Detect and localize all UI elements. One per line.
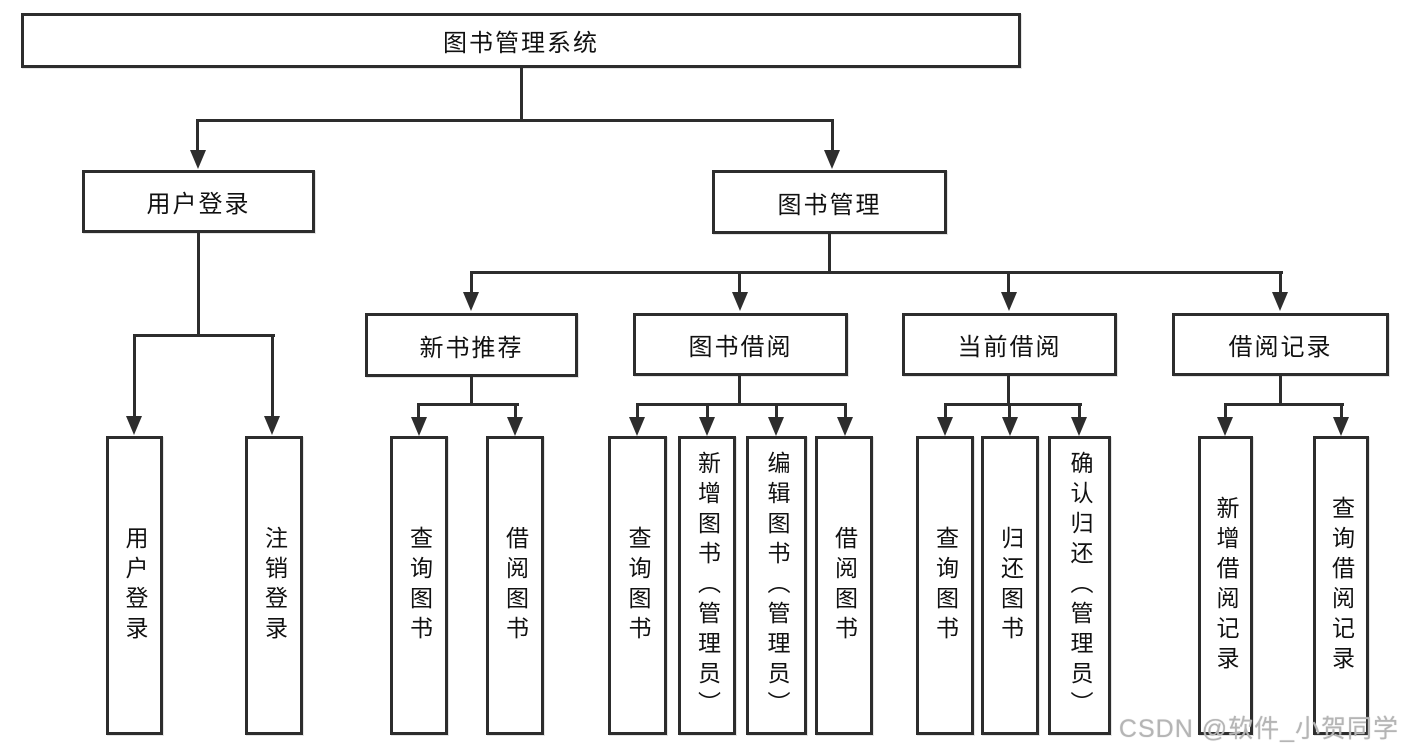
connector-line <box>271 334 274 418</box>
arrow-down-icon <box>1272 292 1288 311</box>
node-borrowing-records: 借阅记录 <box>1172 313 1389 376</box>
node-user-login: 用户登录 <box>82 170 315 233</box>
connector-line <box>470 271 1283 274</box>
connector-line <box>636 403 847 406</box>
node-root-label: 图书管理系统 <box>443 30 599 57</box>
leaf-recommend-query-books: 查询图书 <box>390 436 448 735</box>
arrow-down-icon <box>507 417 523 436</box>
csdn-watermark: CSDN @软件_小贺同学 <box>1118 715 1399 743</box>
leaf-borrowing-borrow-books-label: 借阅图书 <box>831 525 858 646</box>
connector-line <box>944 403 947 419</box>
connector-line <box>520 67 523 121</box>
leaf-add-borrow-record-label: 新增借阅记录 <box>1213 495 1239 676</box>
arrow-down-icon <box>699 417 715 436</box>
connector-line <box>470 271 473 294</box>
node-book-management: 图书管理 <box>712 170 947 234</box>
connector-line <box>417 403 519 406</box>
arrow-down-icon <box>768 417 784 436</box>
leaf-query-borrow-record: 查询借阅记录 <box>1313 436 1369 735</box>
leaf-logout: 注销登录 <box>245 436 303 735</box>
leaf-return-books: 归还图书 <box>981 436 1039 735</box>
connector-line <box>706 403 709 419</box>
connector-line <box>1279 271 1282 294</box>
leaf-recommend-borrow-books-label: 借阅图书 <box>502 525 529 646</box>
connector-line <box>417 403 420 419</box>
leaf-confirm-return-admin-label: 确认归还（管理员） <box>1067 450 1093 721</box>
leaf-add-book-admin: 新增图书（管理员） <box>678 436 736 735</box>
arrow-down-icon <box>1002 417 1018 436</box>
arrow-down-icon <box>824 150 840 169</box>
connector-line <box>1007 376 1010 406</box>
arrow-down-icon <box>629 417 645 436</box>
leaf-return-books-label: 归还图书 <box>997 525 1024 646</box>
connector-line <box>944 403 1082 406</box>
leaf-add-book-admin-label: 新增图书（管理员） <box>694 450 721 721</box>
connector-line <box>844 403 847 419</box>
connector-line <box>1340 403 1343 419</box>
arrow-down-icon <box>1333 417 1349 436</box>
connector-line <box>1078 403 1081 419</box>
arrow-down-icon <box>1001 292 1017 311</box>
connector-line <box>133 334 136 418</box>
connector-line <box>1008 403 1011 419</box>
arrow-down-icon <box>732 292 748 311</box>
leaf-confirm-return-admin: 确认归还（管理员） <box>1048 436 1111 735</box>
arrow-down-icon <box>837 417 853 436</box>
leaf-borrowing-borrow-books: 借阅图书 <box>815 436 873 735</box>
node-new-book-recommend-label: 新书推荐 <box>419 334 524 362</box>
node-new-book-recommend: 新书推荐 <box>365 313 578 377</box>
connector-line <box>636 403 639 419</box>
node-current-borrowing-label: 当前借阅 <box>957 334 1062 361</box>
connector-line <box>738 271 741 294</box>
node-book-borrowing-label: 图书借阅 <box>688 334 793 361</box>
connector-line <box>828 234 831 273</box>
leaf-borrowing-query-books-label: 查询图书 <box>625 525 651 646</box>
arrow-down-icon <box>1217 417 1233 436</box>
node-root: 图书管理系统 <box>21 13 1021 68</box>
connector-line <box>1224 403 1227 419</box>
connector-line <box>196 119 199 152</box>
connector-line <box>133 334 275 337</box>
leaf-recommend-borrow-books: 借阅图书 <box>486 436 544 735</box>
connector-line <box>775 403 778 419</box>
arrow-down-icon <box>264 416 280 435</box>
leaf-recommend-query-books-label: 查询图书 <box>406 525 433 646</box>
connector-line <box>738 376 741 406</box>
connector-line <box>1007 271 1010 294</box>
connector-line <box>470 377 473 406</box>
leaf-user-login: 用户登录 <box>106 436 163 735</box>
node-borrowing-records-label: 借阅记录 <box>1228 334 1333 361</box>
arrow-down-icon <box>190 150 206 169</box>
leaf-borrowing-query-books: 查询图书 <box>608 436 667 735</box>
node-book-management-label: 图书管理 <box>777 191 882 219</box>
leaf-edit-book-admin-label: 编辑图书（管理员） <box>764 450 790 721</box>
leaf-add-borrow-record: 新增借阅记录 <box>1198 436 1253 735</box>
leaf-user-login-label: 用户登录 <box>122 525 148 646</box>
connector-line <box>1224 403 1344 406</box>
connector-line <box>1279 376 1282 406</box>
connector-line <box>197 233 200 336</box>
node-book-borrowing: 图书借阅 <box>633 313 848 376</box>
leaf-edit-book-admin: 编辑图书（管理员） <box>746 436 807 735</box>
connector-line <box>196 119 834 122</box>
leaf-current-query-books: 查询图书 <box>916 436 974 735</box>
arrow-down-icon <box>1071 417 1087 436</box>
node-user-login-label: 用户登录 <box>146 191 251 218</box>
arrow-down-icon <box>937 417 953 436</box>
leaf-logout-label: 注销登录 <box>261 525 288 646</box>
connector-line <box>514 403 517 419</box>
arrow-down-icon <box>411 417 427 436</box>
arrow-down-icon <box>126 416 142 435</box>
connector-line <box>831 119 834 152</box>
node-current-borrowing: 当前借阅 <box>902 313 1117 376</box>
leaf-query-borrow-record-label: 查询借阅记录 <box>1328 495 1355 676</box>
leaf-current-query-books-label: 查询图书 <box>932 525 959 646</box>
arrow-down-icon <box>463 292 479 311</box>
